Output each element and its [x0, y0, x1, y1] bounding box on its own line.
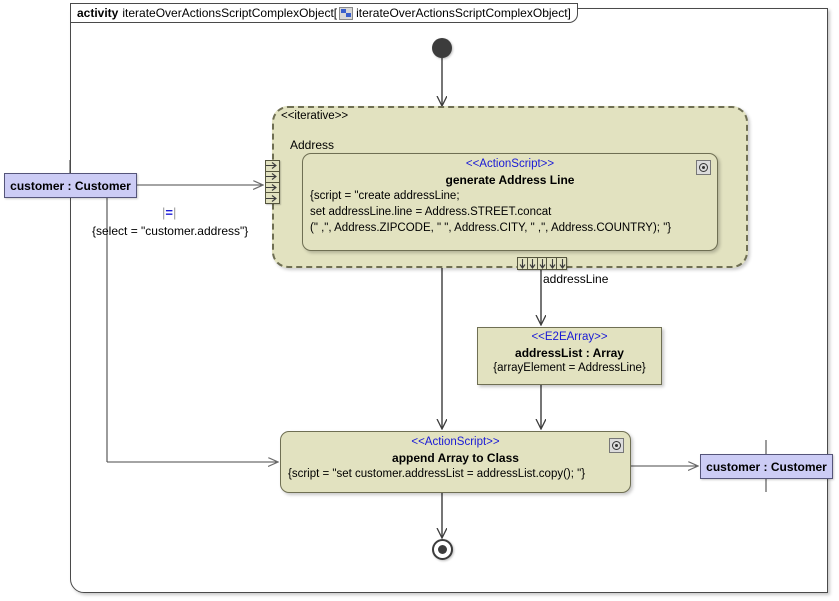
object-pin-customer-left[interactable]: customer : Customer	[4, 173, 137, 198]
input-pin-arrows	[266, 162, 277, 202]
frame-keyword: activity	[77, 6, 119, 20]
node-name: addressList : Array	[515, 346, 624, 360]
node-name: generate Address Line	[445, 173, 575, 187]
object-node-address-list[interactable]: <<E2EArray>> addressList : Array {arrayE…	[477, 327, 662, 385]
object-pin-customer-right[interactable]: customer : Customer	[700, 454, 833, 479]
node-body-line: {script = "set customer.addressList = ad…	[288, 468, 586, 480]
frame-diagram-name: iterateOverActionsScriptComplexObject	[356, 6, 568, 20]
object-pin-label: customer : Customer	[10, 178, 131, 193]
node-stereotype: <<E2EArray>>	[531, 331, 608, 343]
pin-cell	[528, 258, 538, 269]
script-gear-icon	[609, 438, 624, 453]
output-pin-label: addressLine	[543, 272, 609, 286]
iterative-region-label: Address	[290, 138, 335, 152]
pin-cell	[266, 183, 279, 194]
node-stereotype: <<ActionScript>>	[411, 436, 500, 448]
select-marker: |=|	[162, 205, 176, 220]
pin-cell	[518, 258, 528, 269]
node-name: append Array to Class	[392, 451, 519, 465]
action-node-generate-address-line[interactable]: <<ActionScript>> generate Address Line {…	[302, 153, 718, 251]
pin-cell	[266, 172, 279, 183]
marker-equals: =	[165, 205, 173, 220]
initial-node[interactable]	[432, 38, 452, 58]
node-stereotype: <<ActionScript>>	[465, 158, 555, 170]
edge-customer-to-append	[106, 198, 277, 462]
marker-bar-right: |	[172, 205, 177, 220]
script-gear-icon	[696, 160, 711, 175]
frame-bracket-close: ]	[567, 6, 571, 20]
frame-bracket-open: [	[333, 6, 338, 20]
activity-final-node[interactable]	[432, 539, 453, 560]
activity-diagram-icon	[339, 6, 354, 20]
pin-cell	[547, 258, 558, 269]
node-constraint: {arrayElement = AddressLine}	[493, 362, 646, 374]
activity-frame	[70, 8, 828, 593]
pin-cell	[266, 161, 279, 172]
select-constraint-text: {select = "customer.address"}	[92, 224, 249, 238]
output-pin-arrows	[519, 259, 566, 269]
object-pin-label: customer : Customer	[706, 459, 827, 474]
frame-name: iterateOverActionsScriptComplexObject	[122, 6, 334, 20]
node-body-line: {script = "create addressLine;	[310, 190, 460, 202]
node-body-line: set addressLine.line = Address.STREET.co…	[310, 206, 552, 218]
marker-bar-left: |	[162, 205, 166, 220]
node-body-line: (" ,", Address.ZIPCODE, " ", Address.CIT…	[310, 222, 672, 234]
action-node-append-array-to-class[interactable]: <<ActionScript>> append Array to Class {…	[280, 431, 631, 493]
pin-cell	[538, 258, 548, 269]
input-pin-stack-address[interactable]	[265, 160, 280, 204]
iterative-region-stereotype: <<iterative>>	[281, 110, 349, 122]
